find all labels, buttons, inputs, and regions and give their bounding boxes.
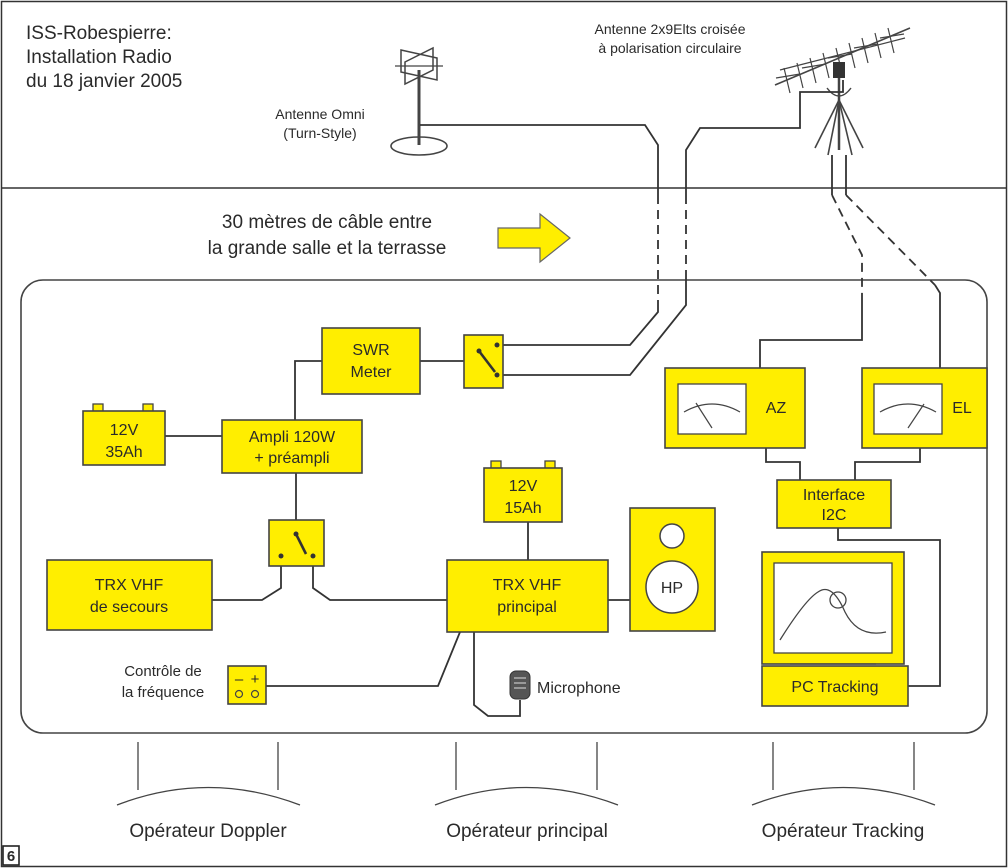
yagi-label-line-2: à polarisation circulaire: [598, 40, 741, 56]
freq-control-label-2: la fréquence: [122, 684, 205, 701]
trx-backup-label-2: de secours: [90, 599, 168, 616]
speaker-label: HP: [661, 580, 683, 597]
interface-label-1: Interface: [803, 487, 865, 504]
operator-principal-label: Opérateur principal: [446, 821, 608, 842]
ampli-label-2: + préampli: [254, 450, 329, 467]
operator-tracking-label: Opérateur Tracking: [762, 821, 925, 842]
figure-number: 6: [7, 848, 15, 865]
omni-label-line-2: (Turn-Style): [283, 125, 356, 141]
battery-15ah: [483, 460, 563, 523]
trx-main-label-2: principal: [497, 599, 557, 616]
battery-15-label-2: 15Ah: [504, 500, 541, 517]
az-label: AZ: [766, 400, 787, 417]
trx-selector-switch: [268, 519, 325, 567]
swr-meter-box: [321, 327, 421, 395]
el-label: EL: [952, 400, 972, 417]
freq-minus-knob: [234, 689, 244, 699]
pc-tracking-label: PC Tracking: [791, 679, 878, 696]
operator-seat-principal-icon: [434, 742, 619, 806]
freq-plus-label: +: [251, 671, 260, 688]
interface-box: [776, 479, 892, 529]
antenna-switch: [463, 334, 504, 389]
cable-note-line-1: 30 mètres de câble entre: [222, 212, 432, 233]
microphone-icon: [509, 670, 531, 700]
trx-backup-box: [46, 559, 213, 631]
omni-antenna-icon: [390, 46, 448, 156]
title-line-3: du 18 janvier 2005: [26, 71, 182, 92]
freq-control-label-1: Contrôle de: [124, 663, 202, 680]
trx-main-box: [446, 559, 609, 633]
freq-plus-knob: [250, 689, 260, 699]
ampli-label-1: Ampli 120W: [249, 429, 336, 446]
ampli-box: [221, 419, 363, 474]
frequency-control-box: [227, 665, 267, 705]
title-line-2: Installation Radio: [26, 47, 172, 68]
cable-note-line-2: la grande salle et la terrasse: [208, 238, 447, 259]
az-meter: [664, 367, 806, 449]
trx-main-label-1: TRX VHF: [493, 577, 562, 594]
wiring: [165, 80, 941, 717]
freq-minus-label: –: [235, 671, 244, 688]
battery-35ah: [82, 403, 166, 466]
pc-tracking-box: [761, 665, 909, 707]
trx-backup-label-1: TRX VHF: [95, 577, 164, 594]
battery-15-label-1: 12V: [509, 478, 538, 495]
omni-label-line-1: Antenne Omni: [275, 106, 365, 122]
title-line-1: ISS-Robespierre:: [26, 23, 172, 44]
yagi-label-line-1: Antenne 2x9Elts croisée: [595, 21, 746, 37]
interface-label-2: I2C: [822, 507, 847, 524]
yagi-antenna-icon: [774, 27, 911, 156]
operator-seat-tracking-icon: [751, 742, 936, 806]
radio-room-frame: [20, 279, 988, 734]
swr-label-line-2: Meter: [351, 364, 393, 381]
speaker-icon: [629, 507, 716, 632]
el-meter: [861, 367, 988, 449]
arrow-right-icon: [497, 212, 571, 264]
swr-label-line-1: SWR: [352, 342, 389, 359]
microphone-label: Microphone: [537, 680, 621, 697]
figure-number-box: [2, 845, 20, 866]
operator-seat-doppler-icon: [116, 742, 301, 806]
battery-35-label-2: 35Ah: [105, 444, 142, 461]
pc-monitor-icon: [761, 551, 905, 665]
battery-35-label-1: 12V: [110, 422, 139, 439]
operator-doppler-label: Opérateur Doppler: [129, 821, 287, 842]
